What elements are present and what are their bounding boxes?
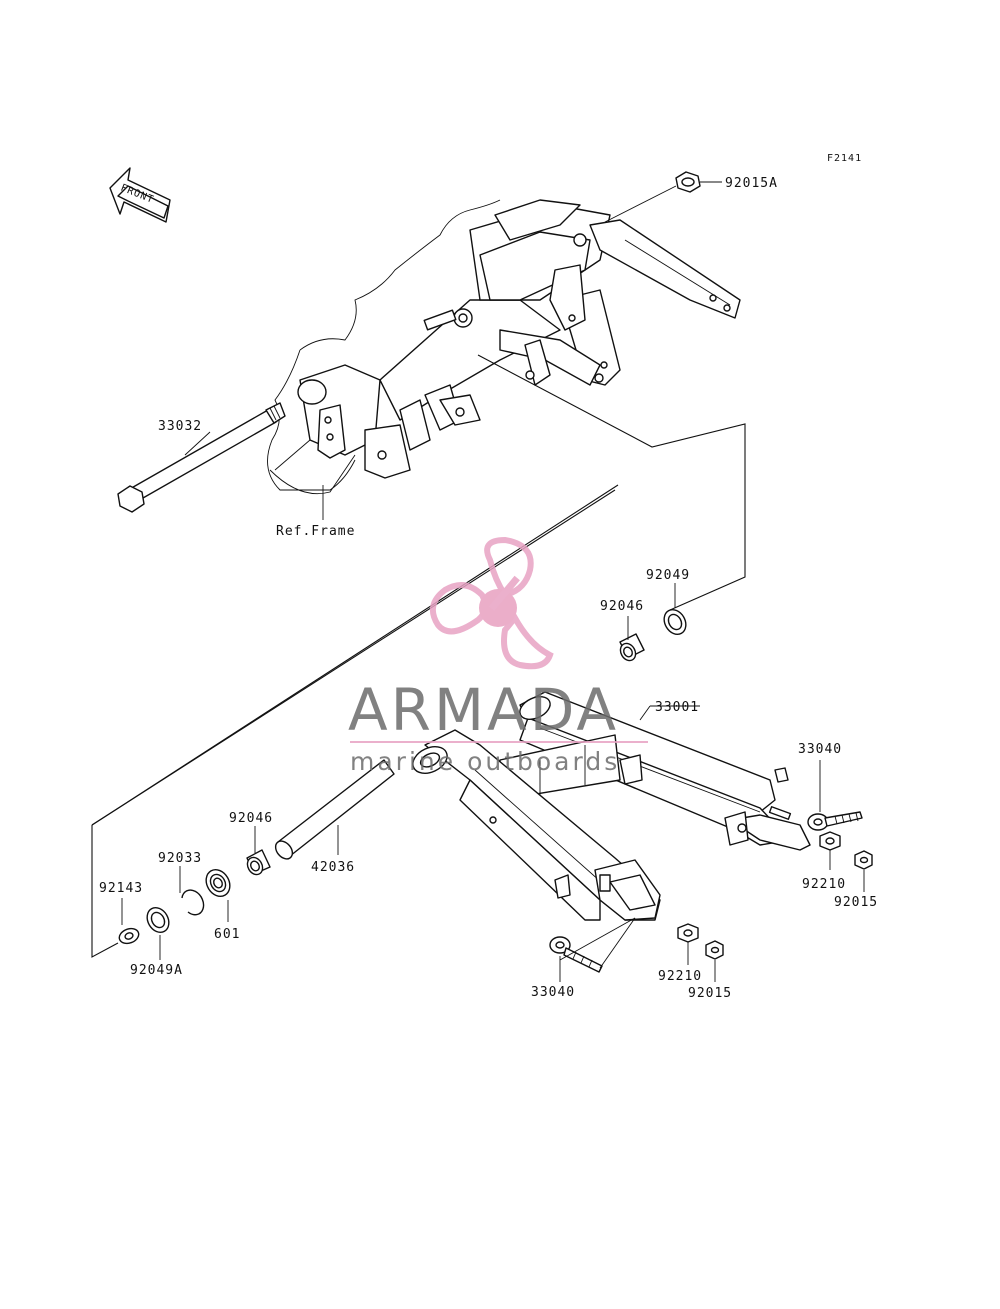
label-nut-right: 92210 (802, 877, 846, 892)
reference-label: Ref.Frame (276, 524, 355, 539)
label-bearing: 601 (214, 927, 240, 942)
label-nut-top: 92015A (725, 176, 778, 191)
seal-right (663, 608, 687, 636)
label-locknut-right: 92015 (834, 895, 878, 910)
seal-left (146, 906, 170, 934)
label-nut-left: 92210 (658, 969, 702, 984)
label-circlip: 92033 (158, 851, 202, 866)
watermark-brand: ARMADA (348, 676, 619, 744)
label-pivot-shaft: 33032 (158, 419, 202, 434)
collar (274, 759, 395, 860)
label-locknut-left: 92015 (688, 986, 732, 1001)
label-collar: 42036 (311, 860, 355, 875)
pivot-shaft (117, 402, 286, 513)
front-arrow-icon: FRONT (109, 167, 171, 223)
washer (118, 927, 140, 945)
nut-right (819, 831, 841, 851)
swingarm (412, 691, 811, 921)
watermark: ARMADA marine outboards (348, 536, 648, 776)
label-bushing-left: 92046 (229, 811, 273, 826)
bearing (205, 868, 231, 898)
label-seal-right: 92049 (646, 568, 690, 583)
label-bushing-right: 92046 (600, 599, 644, 614)
label-swingarm: 33001 (655, 700, 699, 715)
label-adjuster-right: 33040 (798, 742, 842, 757)
frame-drawing (267, 199, 741, 495)
label-adjuster-left: 33040 (531, 985, 575, 1000)
adjuster-left (549, 936, 603, 973)
adjuster-right (807, 811, 863, 831)
watermark-tagline: marine outboards (350, 747, 620, 776)
figure-code: F2141 (827, 153, 862, 164)
label-seal-left: 92049A (130, 963, 183, 978)
propeller-logo-icon (429, 536, 554, 670)
locknut-left (705, 940, 724, 960)
leader-lines (121, 181, 865, 982)
locknut-right (854, 850, 873, 870)
nut-top (675, 171, 701, 193)
bushing-right (619, 633, 645, 662)
label-washer: 92143 (99, 881, 143, 896)
outline-upper-left (91, 484, 619, 826)
nut-left (677, 923, 699, 943)
circlip (181, 889, 205, 916)
bushing-left (246, 849, 271, 876)
